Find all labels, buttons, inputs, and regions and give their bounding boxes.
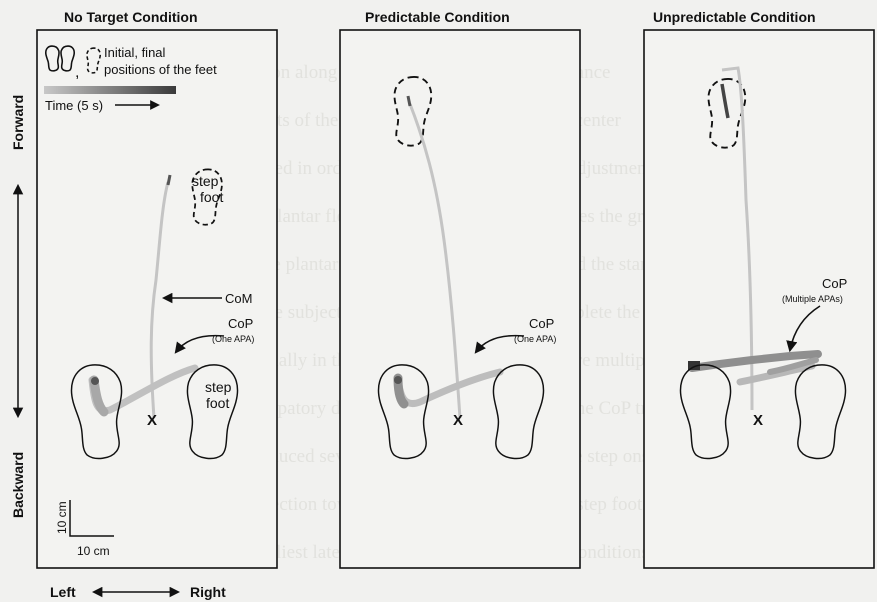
cop-start-dot-2: [394, 376, 402, 384]
axis-forward-backward: Forward Backward: [10, 95, 26, 518]
scale-bar-vertical-label: 10 cm: [55, 501, 69, 534]
legend-time-label: Time (5 s): [45, 98, 103, 113]
start-marker-2: X: [453, 412, 463, 429]
panel-frame-2: [340, 30, 580, 568]
cop-sub-label: (One APA): [212, 334, 254, 344]
cop-start-dot: [91, 377, 99, 385]
com-label: CoM: [225, 291, 252, 306]
cop-label-3: CoP: [822, 276, 847, 291]
axis-left-right: Left Right: [50, 584, 226, 600]
cop-label-2: CoP: [529, 316, 554, 331]
cop-sub-label-3: (Multiple APAs): [782, 294, 843, 304]
panel-unpredictable: X CoP (Multiple APAs): [644, 30, 874, 568]
forward-label: Forward: [10, 95, 26, 150]
scale-bar-horizontal-label: 10 cm: [77, 544, 110, 558]
step-label: step: [192, 173, 219, 189]
panel-no-target: , Initial, final positions of the feet T…: [37, 30, 277, 568]
start-marker: X: [147, 412, 157, 429]
foot-label: foot: [200, 189, 223, 205]
com-end-dark-2: [408, 96, 410, 106]
cop-sub-label-2: (One APA): [514, 334, 556, 344]
cop-label: CoP: [228, 316, 253, 331]
time-gradient-bar: [44, 86, 176, 94]
com-end-dark: [168, 175, 170, 185]
step-label-initial: step: [205, 379, 232, 395]
right-label: Right: [190, 584, 226, 600]
panel-predictable: X CoP (One APA): [340, 30, 580, 568]
legend-feet-line2: positions of the feet: [104, 62, 217, 77]
backward-label: Backward: [10, 452, 26, 518]
legend-feet-line1: Initial, final: [104, 45, 166, 60]
start-marker-3: X: [753, 412, 763, 429]
svg-text:,: ,: [75, 64, 79, 81]
left-label: Left: [50, 584, 76, 600]
foot-label-initial: foot: [206, 395, 229, 411]
